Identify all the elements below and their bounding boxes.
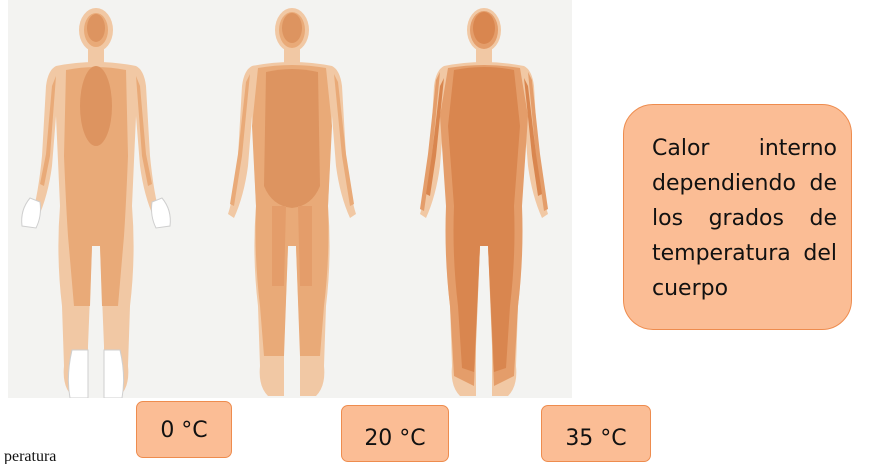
temperature-label-20c: 20 °C	[341, 405, 449, 462]
body-20c	[228, 8, 356, 396]
body-0c	[22, 8, 171, 398]
caption-text: Calor interno dependiendo de los grados …	[652, 136, 837, 301]
caption-callout: Calor interno dependiendo de los grados …	[623, 104, 852, 330]
clipped-footer-text: temperatura	[0, 448, 56, 464]
temperature-label-text: 20 °C	[364, 426, 425, 451]
temperature-label-35c: 35 °C	[541, 405, 651, 462]
body-silhouettes	[8, 0, 572, 398]
body-temperature-illustration	[8, 0, 572, 398]
temperature-label-text: 35 °C	[565, 426, 626, 451]
body-35c	[420, 8, 548, 396]
temperature-label-0c: 0 °C	[136, 401, 232, 458]
temperature-label-text: 0 °C	[160, 418, 207, 443]
clipped-footer-label: peratura	[4, 448, 56, 464]
